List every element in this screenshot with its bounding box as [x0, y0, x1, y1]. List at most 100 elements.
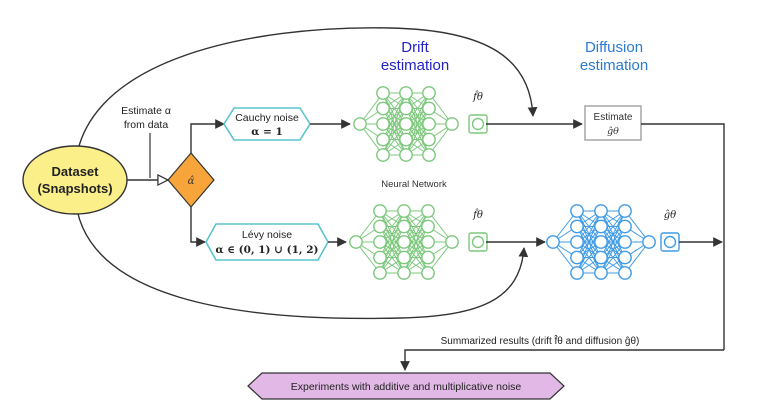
- nn-node: [373, 250, 387, 265]
- nn-node: [349, 235, 363, 249]
- nn-node: [421, 235, 435, 249]
- nn-node: [397, 235, 411, 249]
- f-theta-bottom: f̂θ: [472, 209, 483, 221]
- nn-node: [376, 101, 390, 116]
- nn-edge: [382, 92, 407, 140]
- nn-node: [421, 266, 435, 280]
- nn-node: [445, 117, 459, 131]
- nn-node: [570, 250, 584, 265]
- g-theta-diffusion: ĝθ: [664, 210, 676, 221]
- nn-node: [422, 86, 436, 100]
- drift-title-1: Drift: [401, 39, 429, 56]
- nn-node: [618, 235, 632, 249]
- nn-edge: [403, 226, 429, 274]
- summary-arrow: [400, 349, 724, 371]
- cauchy-line1: Cauchy noise: [235, 112, 299, 124]
- bottom-loop-curve: [74, 193, 529, 320]
- diffusion-network: [546, 204, 680, 280]
- nn-edge: [403, 210, 429, 258]
- nn-node: [376, 117, 390, 131]
- nn-node: [594, 204, 608, 218]
- nn-edge: [379, 226, 405, 274]
- nn-output-node: [471, 117, 485, 131]
- nn-node: [373, 204, 387, 218]
- nn-edge: [600, 226, 626, 274]
- experiments-node: [247, 372, 565, 400]
- nn-node: [618, 250, 632, 265]
- nn-node: [594, 219, 608, 234]
- nn-node: [421, 219, 435, 234]
- levy-line1: Lévy noise: [242, 229, 292, 241]
- nn-node: [397, 266, 411, 280]
- nn-node: [376, 86, 390, 100]
- nn-node: [570, 235, 584, 249]
- nn-node: [570, 219, 584, 234]
- levy-noise-node: [205, 223, 329, 261]
- nn-node: [421, 204, 435, 218]
- nn-node: [618, 204, 632, 218]
- estimate-alpha-label-1: Estimate α: [121, 105, 171, 117]
- dataset-label-2: (Snapshots): [37, 181, 112, 196]
- estimate-to-right-line: [641, 123, 725, 350]
- nn-edge: [576, 226, 602, 274]
- nn-output-node: [471, 235, 485, 249]
- neural-network-label: Neural Network: [381, 179, 447, 190]
- nn-node: [399, 86, 413, 100]
- estimate-box-line1: Estimate: [594, 112, 633, 123]
- diffusion-title-2: estimation: [580, 57, 648, 74]
- estimate-box-line2: ĝθ: [607, 126, 619, 137]
- alpha-hat-label: α̂: [188, 176, 195, 187]
- nn-edge: [576, 210, 602, 258]
- nn-node: [570, 266, 584, 280]
- estimate-g-box: [584, 105, 642, 141]
- nn-edge: [382, 108, 407, 156]
- nn-edge: [405, 108, 430, 156]
- top-loop-curve: [74, 27, 538, 179]
- drift-title-2: estimation: [381, 57, 449, 74]
- dataset-label-1: Dataset: [52, 164, 100, 179]
- nn-node: [399, 148, 413, 162]
- nn-edge: [379, 210, 405, 258]
- nn-output-node: [663, 235, 677, 249]
- nn-node: [422, 117, 436, 131]
- nn-node: [353, 117, 367, 131]
- nn-node: [570, 204, 584, 218]
- nn-node: [399, 101, 413, 116]
- nn-node: [397, 204, 411, 218]
- nn-node: [618, 219, 632, 234]
- branch-up-arrow: [190, 119, 225, 153]
- nn-node: [421, 250, 435, 265]
- diffusion-title-1: Diffusion: [585, 39, 643, 56]
- cauchy-line2: α = 1: [251, 126, 283, 138]
- estimate-alpha-label-2: from data: [124, 119, 169, 131]
- nn-node: [618, 266, 632, 280]
- nn-node: [373, 219, 387, 234]
- nn-node: [422, 132, 436, 147]
- nn-node: [594, 266, 608, 280]
- nn-node: [422, 101, 436, 116]
- branch-down-arrow: [190, 207, 206, 247]
- nn-node: [376, 132, 390, 147]
- f-theta-top: f̂θ: [472, 91, 483, 103]
- experiments-label: Experiments with additive and multiplica…: [291, 381, 522, 393]
- nn-node: [546, 235, 560, 249]
- nn-node: [642, 235, 656, 249]
- nn-node: [397, 219, 411, 234]
- nn-edge: [405, 92, 430, 140]
- nn-node: [397, 250, 411, 265]
- nn-node: [594, 235, 608, 249]
- drift-network-bottom: [349, 204, 488, 280]
- dataset-node: [22, 145, 128, 215]
- nn-node: [399, 117, 413, 131]
- nn-edge: [600, 210, 626, 258]
- summary-label: Summarized results (drift f̂θ and diffus…: [441, 333, 640, 347]
- nn-node: [373, 266, 387, 280]
- nn-node: [399, 132, 413, 147]
- nn-node: [422, 148, 436, 162]
- nn-node: [445, 235, 459, 249]
- cauchy-noise-node: [223, 107, 311, 141]
- nn-node: [376, 148, 390, 162]
- levy-line2: α ∈ (0, 1) ∪ (1, 2): [216, 244, 319, 256]
